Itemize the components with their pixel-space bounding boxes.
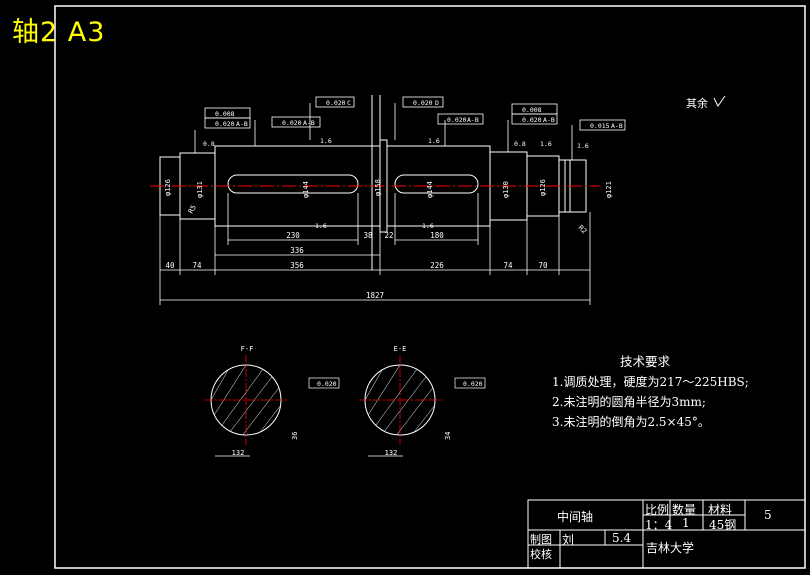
gdt-4: 0.020 <box>282 119 302 127</box>
part-name: 中间轴 <box>557 510 594 524</box>
dim-dia-right-end: φ121 <box>605 181 613 198</box>
gdt-1: 0.020 <box>215 120 235 128</box>
roughness-6: 1.6 <box>315 222 327 230</box>
gdt-2: 0.020 <box>326 99 346 107</box>
gdt-6: 0.020 <box>447 116 467 124</box>
material-value: 45钢 <box>709 518 737 532</box>
section-ee-keyway: 34 <box>444 432 452 440</box>
material-label: 材料 <box>708 503 733 517</box>
roughness-7: 1.6 <box>422 222 434 230</box>
dim-seg-74a: 74 <box>192 261 202 270</box>
tech-item: 3.未注明的倒角为2.5×45°。 <box>552 415 710 429</box>
dim-dia-left-end: φ126 <box>164 179 172 196</box>
section-label-ff: F-F <box>241 345 254 353</box>
dim-dia-right-body: φ144 <box>426 181 434 198</box>
roughness-note: 其余 <box>686 96 708 110</box>
gdt-8-datum: A-B <box>543 116 555 124</box>
roughness-3: 0.8 <box>514 140 526 148</box>
title-block <box>527 499 806 569</box>
dim-key-length-right: 180 <box>430 231 444 240</box>
gdt-4-datum: A-B <box>303 119 315 127</box>
roughness-1: 1.6 <box>320 137 332 145</box>
dim-dia-left-bearing: φ131 <box>196 181 204 198</box>
drawing-date: 5.4 <box>612 531 632 545</box>
qty-value: 1 <box>682 516 690 530</box>
scale-label: 比例 <box>645 503 670 517</box>
tech-heading: 技术要求 <box>620 354 671 369</box>
dim-left-span: 336 <box>290 246 304 255</box>
gdt-frames <box>204 96 626 131</box>
tech-item: 1.调质处理，硬度为217～225HBS; <box>552 375 749 389</box>
dim-seg-40: 40 <box>165 261 175 270</box>
roughness-0: 0.8 <box>203 140 215 148</box>
drawn-by: 刘 <box>562 533 575 547</box>
roughness-2: 1.6 <box>428 137 440 145</box>
dim-dia-left-body: φ144 <box>302 181 310 198</box>
dim-seg-70: 70 <box>538 261 548 270</box>
gdt-3: 0.020 <box>413 99 433 107</box>
qty-label: 数量 <box>672 503 697 517</box>
gdt-7: 0.015 <box>590 122 610 130</box>
dim-seg-226: 226 <box>430 261 444 270</box>
drawn-label: 制图 <box>530 533 552 546</box>
section-ff-keyway: 36 <box>291 432 299 440</box>
section-view-ee: E-E 132 0.020 34 <box>359 345 486 457</box>
gdt-1-datum: A-B <box>236 120 248 128</box>
section-ee-tolerance: 0.020 <box>463 380 483 388</box>
gdt-8: 0.020 <box>522 116 542 124</box>
dim-right-gap: 22 <box>384 231 393 240</box>
section-label-ee: E-E <box>394 345 407 353</box>
section-ee-width: 132 <box>385 449 398 457</box>
checked-label: 校核 <box>530 548 552 561</box>
dim-left-gap: 38 <box>363 231 373 240</box>
gdt-2-datum: C <box>347 99 351 107</box>
section-view-ff: F-F 132 0.020 36 <box>205 345 340 457</box>
section-ff-width: 132 <box>232 449 245 457</box>
gdt-7-datum: A-B <box>611 122 623 130</box>
dim-chamfer-right: R2 <box>577 224 589 236</box>
section-ff-tolerance: 0.020 <box>317 380 337 388</box>
gdt-6-datum: A-B <box>467 116 479 124</box>
roughness-symbol-icon <box>713 95 726 107</box>
tech-item: 2.未注明的圆角半径为3mm; <box>552 395 706 409</box>
gdt-0: 0.008 <box>215 110 235 118</box>
dim-dia-center: φ158 <box>374 179 382 196</box>
dim-chamfer-left: R5 <box>187 204 198 215</box>
scale-value: 1：4 <box>645 518 673 532</box>
gdt-5: 0.008 <box>522 106 542 114</box>
dim-dia-right-bearing: φ130 <box>502 181 510 198</box>
sheet-number: 5 <box>764 508 772 522</box>
dim-seg-74b: 74 <box>503 261 513 270</box>
dim-seg-356: 356 <box>290 261 304 270</box>
dim-dia-right-step: φ126 <box>539 179 547 196</box>
school-name: 吉林大学 <box>646 541 695 555</box>
roughness-4: 1.6 <box>540 140 552 148</box>
roughness-5: 1.6 <box>577 142 589 150</box>
dim-key-length-left: 230 <box>286 231 300 240</box>
dim-total-length: 1827 <box>366 291 384 300</box>
drawing-border <box>54 5 806 569</box>
technical-requirements: 技术要求 1.调质处理，硬度为217～225HBS; 2.未注明的圆角半径为3m… <box>552 352 749 432</box>
dimension-lines <box>159 103 591 305</box>
page-title: 轴2 A3 <box>12 17 106 48</box>
gdt-3-datum: D <box>435 99 439 107</box>
